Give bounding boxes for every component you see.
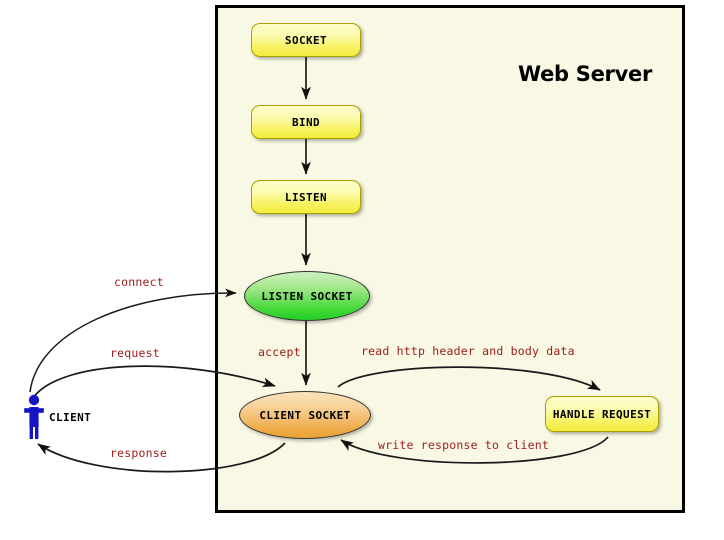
node-client-socket[interactable]: CLIENT SOCKET	[239, 391, 371, 439]
edge-label-read-request: read http header and body data	[361, 344, 575, 358]
edge-label-connect: connect	[114, 275, 164, 289]
edge-connect	[29, 288, 237, 393]
node-listen-socket[interactable]: LISTEN SOCKET	[244, 271, 370, 321]
node-bind[interactable]: BIND	[251, 105, 361, 139]
node-listen[interactable]: LISTEN	[251, 180, 361, 214]
node-handle-request[interactable]: HANDLE REQUEST	[545, 396, 659, 432]
person-icon	[24, 394, 44, 439]
node-socket[interactable]: SOCKET	[251, 23, 361, 57]
edge-label-request: request	[110, 346, 160, 360]
web-server-title: Web Server	[517, 62, 652, 86]
edge-label-accept: accept	[258, 345, 301, 359]
edge-label-write-response: write response to client	[378, 438, 549, 452]
actor-label: CLIENT	[49, 411, 92, 424]
edge-label-response: response	[110, 446, 167, 460]
